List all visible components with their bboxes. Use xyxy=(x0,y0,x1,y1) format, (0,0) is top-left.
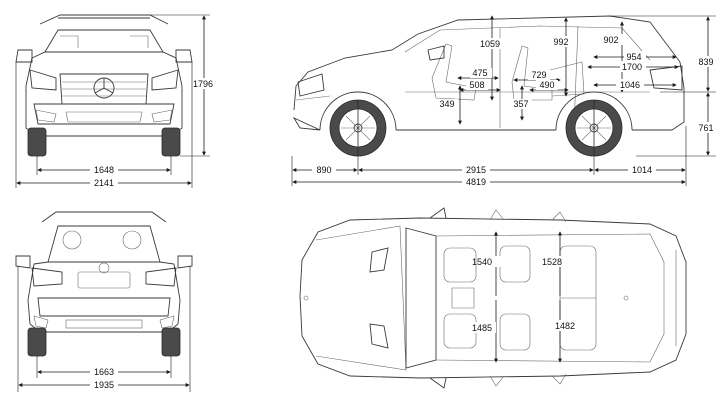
length-label: 4819 xyxy=(466,177,486,187)
rear-legroom-label: 729 xyxy=(531,70,546,80)
top-view-car-outline xyxy=(299,207,687,389)
front-view-car-outline xyxy=(15,14,193,157)
cargo-height-label: 902 xyxy=(603,35,618,45)
cargo-length-2-label: 1700 xyxy=(622,62,642,72)
rear-height-label: 839 xyxy=(698,57,713,67)
rear-seat-depth-label: 490 xyxy=(539,80,554,90)
front-width-label: 2141 xyxy=(94,178,114,188)
rear-headroom-label: 992 xyxy=(553,37,568,47)
front-seat-depth-label: 508 xyxy=(469,80,484,90)
front-headroom-label: 1059 xyxy=(480,39,500,49)
front-hip-label: 1485 xyxy=(472,323,492,333)
rear-hip-label: 1482 xyxy=(555,321,575,331)
rear-shoulder-label: 1528 xyxy=(542,257,562,267)
rear-overhang-label: 1014 xyxy=(632,165,652,175)
front-track-label: 1648 xyxy=(94,165,114,175)
rear-track-label: 1663 xyxy=(94,367,114,377)
front-legroom-label: 475 xyxy=(472,68,487,78)
front-seat-height-label: 349 xyxy=(439,99,454,109)
front-view: 1796 1648 2141 xyxy=(15,14,216,188)
cargo-length-1-label: 954 xyxy=(626,52,641,62)
rear-view-car-outline xyxy=(15,211,193,357)
cargo-length-3-label: 1046 xyxy=(620,80,640,90)
rear-width-label: 1935 xyxy=(94,380,114,390)
front-height-label: 1796 xyxy=(193,79,213,89)
rear-view: 1663 1935 xyxy=(15,211,193,392)
wheelbase-label: 2915 xyxy=(466,165,486,175)
front-shoulder-label: 1540 xyxy=(472,257,492,267)
front-overhang-label: 890 xyxy=(316,165,331,175)
top-view: 1540 1485 1528 1482 xyxy=(299,207,687,389)
ground-clearance-label: 761 xyxy=(698,123,713,133)
side-view: 890 2915 1014 4819 839 761 1059 992 902 … xyxy=(291,15,718,187)
rear-seat-height-label: 357 xyxy=(513,99,528,109)
